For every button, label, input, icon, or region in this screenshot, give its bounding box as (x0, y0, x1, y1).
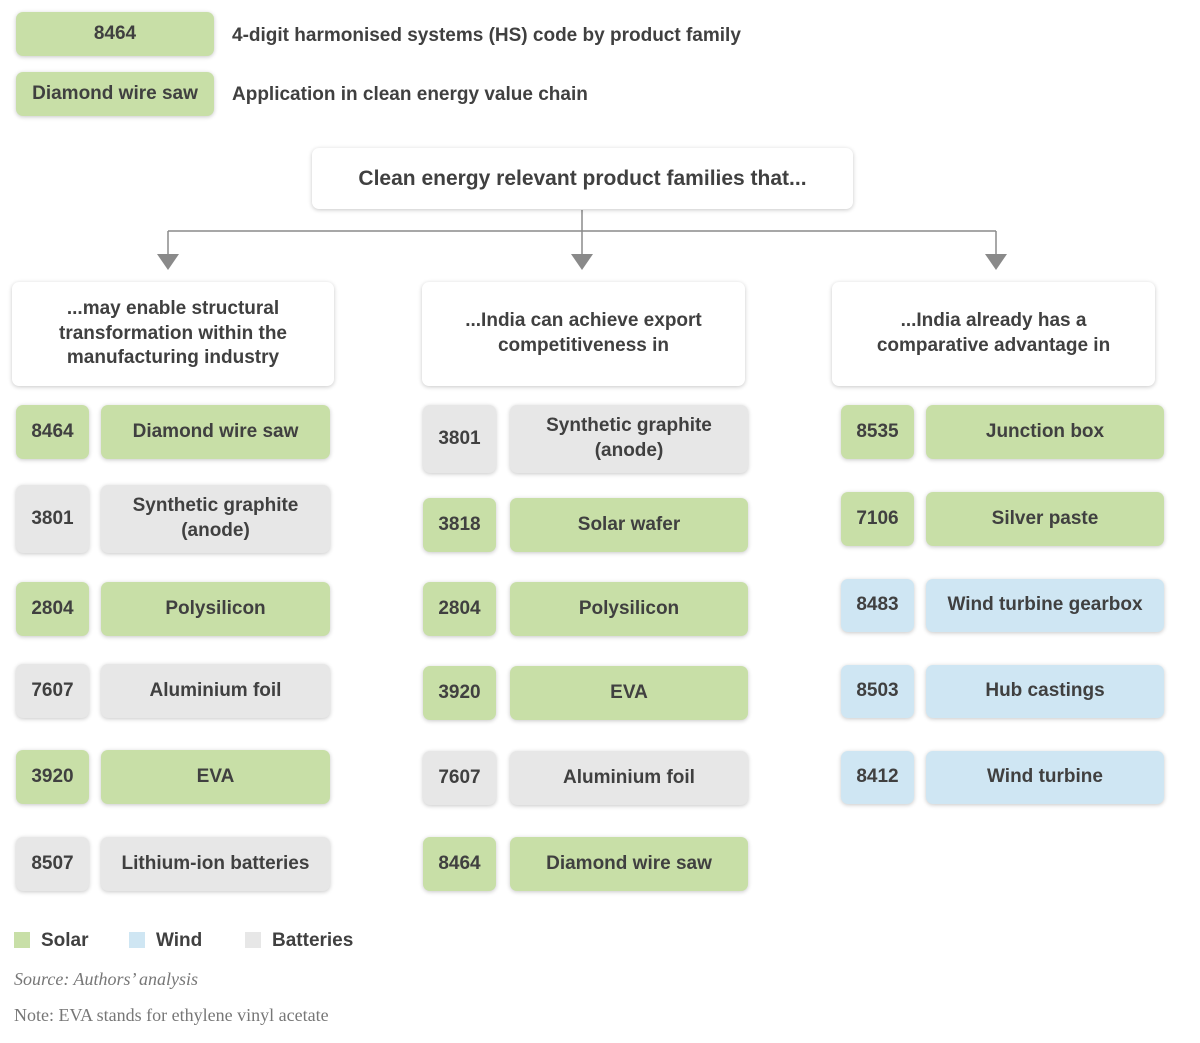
legend-swatch-solar (14, 932, 30, 948)
hs-code: 8507 (16, 837, 89, 891)
key-code-description: 4-digit harmonised systems (HS) code by … (232, 25, 741, 46)
hs-code: 8535 (841, 405, 914, 459)
arrow-down-icon (985, 254, 1007, 270)
product-name: Diamond wire saw (510, 837, 748, 891)
column-header-export: ...India can achieve export competitiven… (422, 282, 745, 386)
hs-code: 8412 (841, 751, 914, 804)
product-name: Aluminium foil (101, 664, 330, 718)
root-node: Clean energy relevant product families t… (312, 148, 853, 209)
hs-code: 7607 (16, 664, 89, 718)
hs-code: 8464 (16, 405, 89, 459)
legend-label-solar: Solar (41, 930, 89, 951)
hs-code: 7607 (423, 751, 496, 805)
hs-code: 3920 (16, 750, 89, 804)
hs-code: 8483 (841, 579, 914, 632)
product-name: Polysilicon (510, 582, 748, 636)
legend-swatch-batteries (245, 932, 261, 948)
product-name: Polysilicon (101, 582, 330, 636)
hs-code: 3920 (423, 666, 496, 720)
legend-label-batteries: Batteries (272, 930, 354, 951)
hs-code: 3801 (16, 485, 89, 553)
product-name: Synthetic graphite (anode) (510, 405, 748, 473)
product-name: Solar wafer (510, 498, 748, 552)
key-application-sample: Diamond wire saw (16, 72, 214, 116)
key-code-sample: 8464 (16, 12, 214, 56)
hs-code: 2804 (423, 582, 496, 636)
product-name: Lithium-ion batteries (101, 837, 330, 891)
hs-code: 3818 (423, 498, 496, 552)
hs-code: 8464 (423, 837, 496, 891)
footnote: Note: EVA stands for ethylene vinyl acet… (14, 1005, 329, 1025)
product-name: Silver paste (926, 492, 1164, 546)
hs-code: 3801 (423, 405, 496, 473)
legend-label-wind: Wind (156, 930, 203, 951)
column-header-structural: ...may enable structural transformation … (12, 282, 334, 386)
product-name: Diamond wire saw (101, 405, 330, 459)
source-note: Source: Authors’ analysis (14, 969, 198, 989)
column-header-comparative: ...India already has a comparative advan… (832, 282, 1155, 386)
hs-code: 2804 (16, 582, 89, 636)
hs-code: 8503 (841, 665, 914, 718)
key-application-description: Application in clean energy value chain (232, 84, 588, 105)
product-name: EVA (101, 750, 330, 804)
product-name: Junction box (926, 405, 1164, 459)
arrow-down-icon (571, 254, 593, 270)
product-name: Hub castings (926, 665, 1164, 718)
arrow-down-icon (157, 254, 179, 270)
product-name: EVA (510, 666, 748, 720)
tree-connectors (157, 210, 1007, 270)
hs-code: 7106 (841, 492, 914, 546)
product-name: Aluminium foil (510, 751, 748, 805)
legend-swatch-wind (129, 932, 145, 948)
product-name: Synthetic graphite (anode) (101, 485, 330, 553)
product-name: Wind turbine (926, 751, 1164, 804)
product-name: Wind turbine gearbox (926, 579, 1164, 632)
